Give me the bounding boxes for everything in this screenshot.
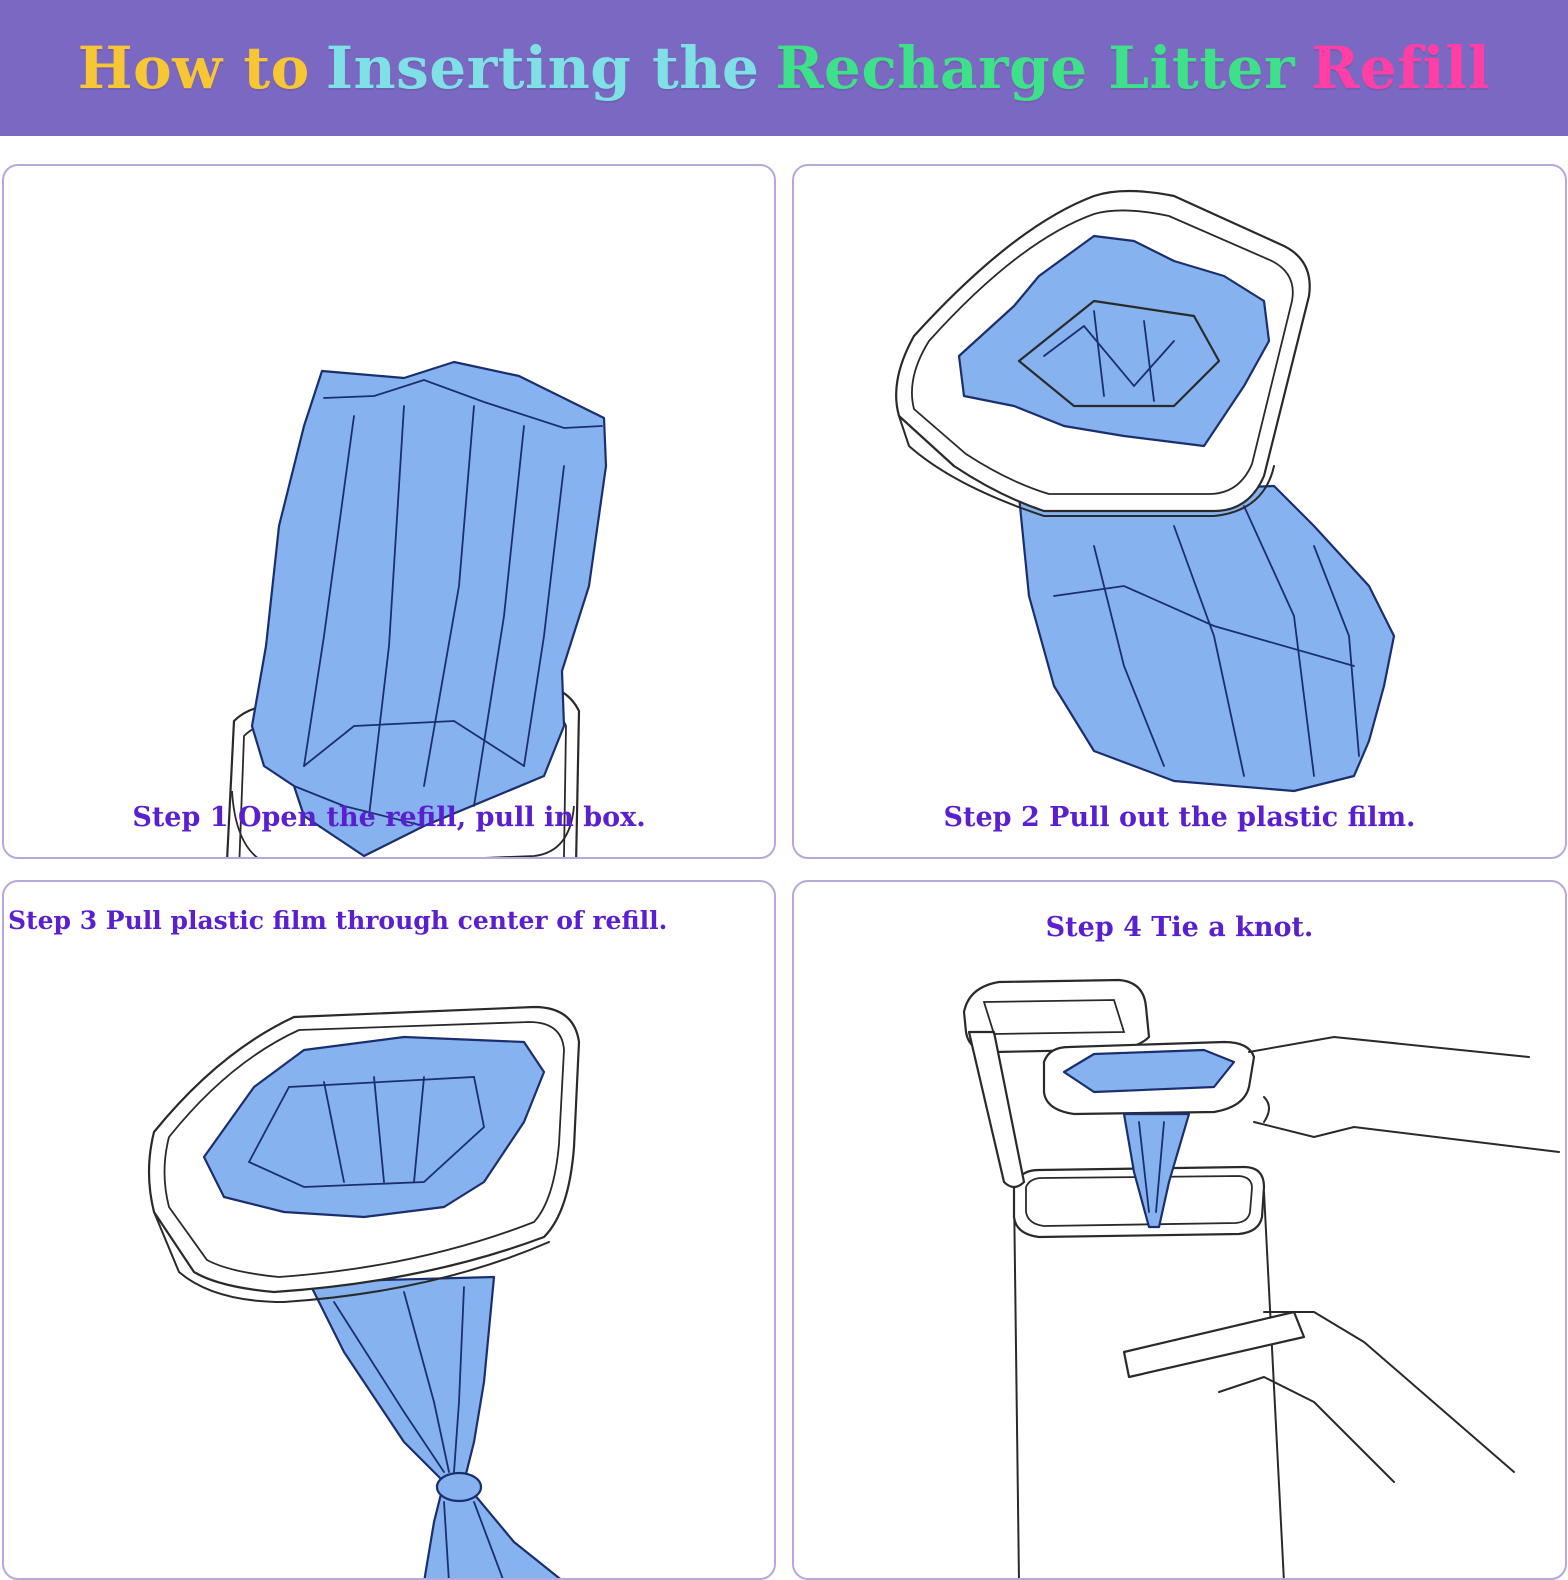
step-4-panel: Step 4 Tie a knot. bbox=[792, 880, 1567, 1580]
step-1-panel: Step 1 Open the refill, pull in box. bbox=[2, 164, 776, 859]
step-4-illustration bbox=[962, 978, 1560, 1578]
step-3-panel: Step 3 Pull plastic film through center … bbox=[2, 880, 776, 1580]
title-part-recharge: Recharge Litter bbox=[775, 34, 1296, 102]
step-1-caption: Step 1 Open the refill, pull in box. bbox=[132, 802, 646, 833]
step-2-illustration bbox=[895, 189, 1396, 793]
title-part-refill: Refill bbox=[1311, 34, 1491, 102]
step-4-caption: Step 4 Tie a knot. bbox=[1045, 912, 1314, 943]
title-part-how-to: How to bbox=[77, 34, 310, 102]
step-3-caption: Step 3 Pull plastic film through center … bbox=[8, 906, 668, 935]
step-2-caption: Step 2 Pull out the plastic film. bbox=[943, 802, 1416, 833]
step-2-panel: Step 2 Pull out the plastic film. bbox=[792, 164, 1567, 859]
title-part-inserting: Inserting the bbox=[325, 34, 760, 102]
step-1-illustration bbox=[226, 360, 608, 857]
step-3-illustration bbox=[147, 1005, 581, 1578]
